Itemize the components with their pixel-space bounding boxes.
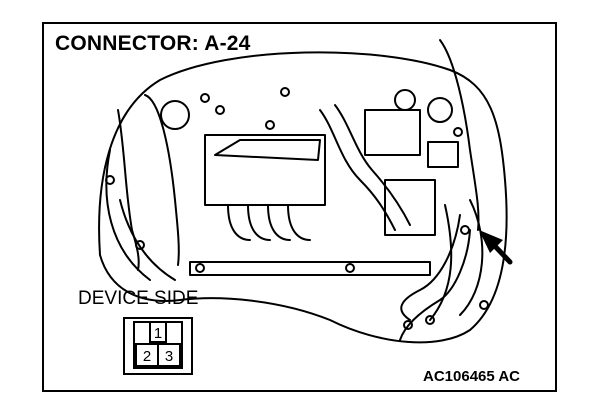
location-arrow-icon <box>479 230 513 265</box>
device-side-label: DEVICE SIDE <box>78 288 199 309</box>
connector-pin-1: 1 <box>154 325 162 342</box>
connector-title: CONNECTOR: A-24 <box>55 32 251 55</box>
connector-pin-2: 2 <box>143 348 151 365</box>
connector-pin-3: 3 <box>165 348 173 365</box>
figure-code: AC106465 AC <box>423 368 520 385</box>
